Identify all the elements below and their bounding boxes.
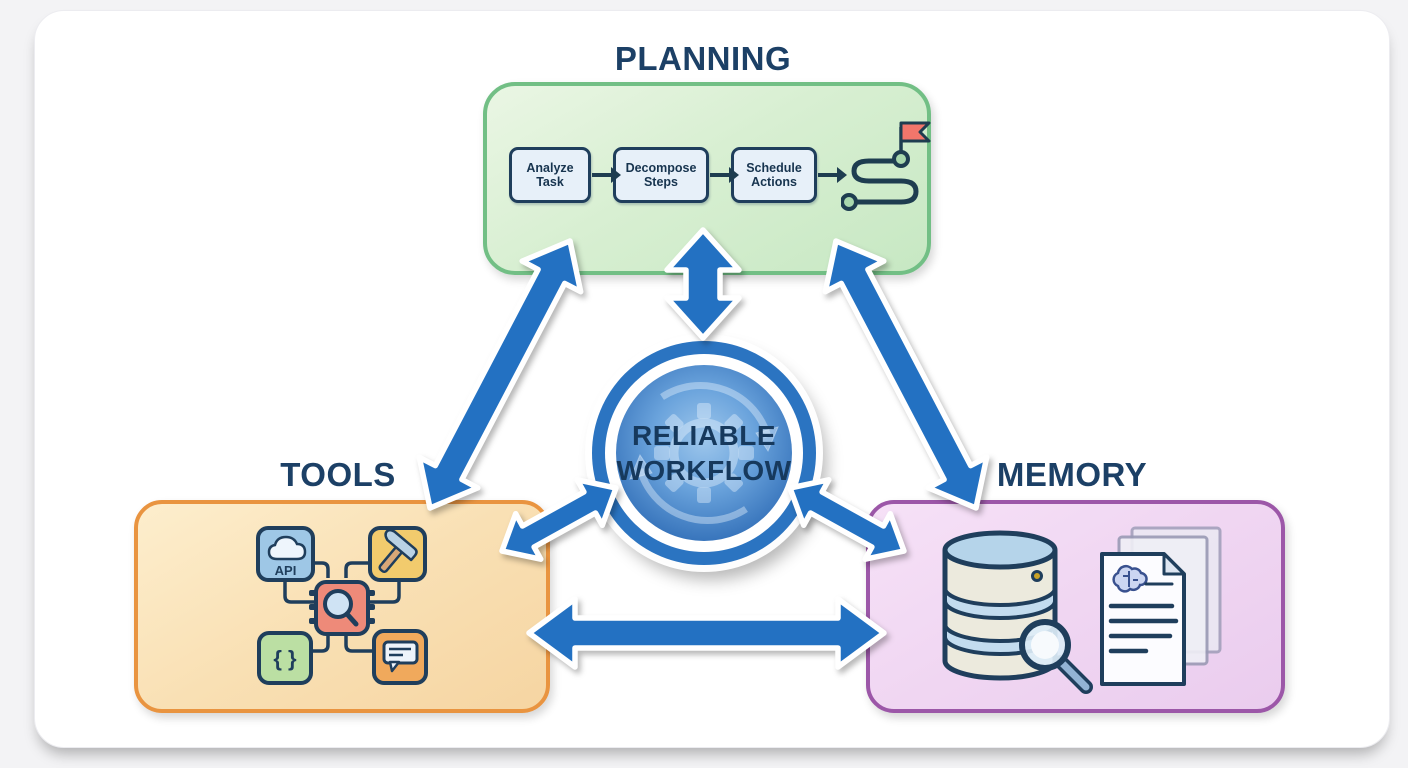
path-start-dot [841, 193, 858, 211]
flow-arrow-icon [818, 167, 847, 183]
flow-step-label: Schedule [746, 160, 802, 175]
memory-icons [942, 526, 1222, 694]
flow-arrow-icon [592, 167, 621, 183]
flow-step-label: Actions [751, 175, 797, 189]
planning-heading: PLANNING [614, 40, 792, 77]
badge-line-2: WORKFLOW [616, 455, 792, 486]
documents-brain-icon [1100, 526, 1222, 686]
planning-flow: Analyze Task Decompose Steps Schedule Ac… [509, 121, 933, 211]
path-end-dot [892, 150, 910, 168]
flow-step-schedule-actions: Schedule Actions [731, 147, 817, 203]
flow-step-label: Decompose [625, 160, 697, 175]
reliable-workflow-badge: RELIABLE WORKFLOW [592, 341, 816, 565]
winding-path-flag-icon [841, 121, 931, 211]
code-braces-icon [257, 631, 313, 685]
planning-box: Analyze Task Decompose Steps Schedule Ac… [483, 82, 931, 275]
flow-step-label: Analyze [526, 160, 574, 175]
database-search-icon [942, 530, 1093, 694]
flow-step-analyze-task: Analyze Task [509, 147, 591, 203]
badge-line-1: RELIABLE [632, 420, 776, 451]
tools-cluster-icon: API { } [256, 526, 428, 685]
badge-inner-disc: RELIABLE WORKFLOW [616, 365, 792, 541]
flow-arrow-icon [710, 167, 739, 183]
gear-refresh-watermark-icon [629, 381, 779, 525]
goal-flag-icon [899, 121, 931, 143]
flow-step-decompose-steps: Decompose Steps [613, 147, 709, 203]
badge-white-ring: RELIABLE WORKFLOW [605, 354, 803, 552]
braces-label: { } [273, 646, 297, 671]
flow-step-label: Task [536, 175, 564, 189]
api-label: API [275, 563, 297, 578]
tools-box: API { } [134, 500, 550, 713]
memory-box [866, 500, 1285, 713]
tools-heading: TOOLS [280, 456, 396, 493]
flow-step-label: Steps [643, 175, 679, 189]
memory-heading: MEMORY [996, 456, 1148, 493]
